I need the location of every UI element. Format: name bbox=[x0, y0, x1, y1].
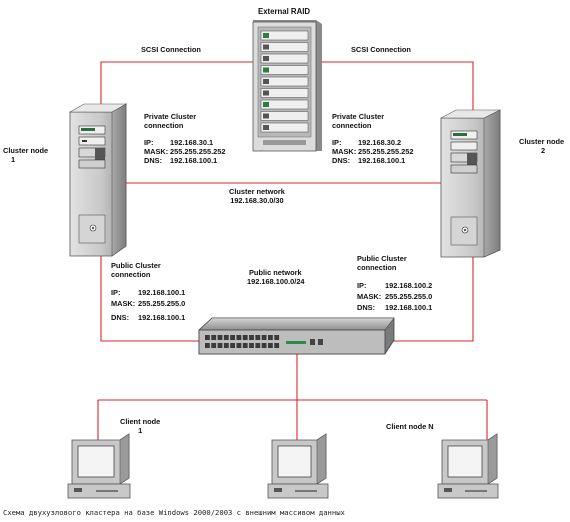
raid-drive-bay bbox=[260, 42, 309, 52]
public-left-dns: 192.168.100.1 bbox=[138, 313, 186, 322]
switch-port bbox=[217, 335, 223, 340]
raid-drive-led bbox=[263, 44, 269, 50]
cluster-node-1-label: Cluster node 1 bbox=[3, 146, 49, 165]
client-workstation-1 bbox=[67, 433, 131, 499]
public-right-dns: 192.168.100.1 bbox=[385, 303, 433, 312]
switch-port bbox=[242, 335, 248, 340]
switch-port bbox=[223, 335, 229, 340]
private-left-mask: 255.255.255.252 bbox=[170, 146, 226, 156]
switch-port bbox=[205, 343, 210, 348]
raid-drive-led bbox=[263, 33, 269, 38]
raid-drive-led bbox=[263, 125, 269, 130]
public-link-left bbox=[100, 253, 199, 342]
private-right-dns: 192.168.100.1 bbox=[358, 156, 406, 165]
network-switch bbox=[198, 317, 395, 355]
client-node-n-label: Client node N bbox=[386, 422, 434, 431]
raid-drive-bay bbox=[260, 53, 309, 64]
private-right-mask: 255.255.255.252 bbox=[358, 146, 414, 156]
public-connection-right: Public Cluster connection IP:192.168.100… bbox=[357, 254, 433, 312]
switch-port bbox=[242, 343, 248, 348]
raid-drive-led bbox=[263, 113, 269, 119]
client-workstation-2 bbox=[267, 433, 329, 499]
cluster-node-1-tower bbox=[68, 103, 128, 257]
switch-port bbox=[211, 335, 217, 340]
public-left-ip: 192.168.100.1 bbox=[138, 287, 186, 297]
switch-port bbox=[236, 343, 242, 348]
raid-drive-bay bbox=[260, 99, 309, 110]
cluster-network-label: Cluster network 192.168.30.0/30 bbox=[229, 187, 285, 206]
raid-drive-bay bbox=[260, 30, 309, 41]
diagram-caption: Схема двухузлового кластера на базе Wind… bbox=[3, 508, 345, 517]
cluster-network-subnet: 192.168.30.0/30 bbox=[230, 196, 284, 206]
private-connection-right: Private Cluster connection IP:192.168.30… bbox=[332, 112, 414, 165]
scsi-label-right: SCSI Connection bbox=[351, 45, 411, 54]
switch-port bbox=[223, 343, 229, 348]
raid-title: External RAID bbox=[258, 7, 310, 16]
raid-drive-bay bbox=[260, 111, 309, 121]
switch-port bbox=[217, 343, 223, 348]
scsi-link-right bbox=[322, 61, 474, 111]
switch-port bbox=[230, 335, 235, 340]
public-link-right bbox=[388, 257, 474, 342]
switch-port bbox=[261, 343, 267, 348]
public-network-label: Public network 192.168.100.0/24 bbox=[247, 268, 305, 287]
switch-port bbox=[274, 343, 280, 348]
switch-port bbox=[268, 335, 273, 340]
public-right-ip: 192.168.100.2 bbox=[385, 280, 433, 290]
switch-port bbox=[274, 335, 280, 340]
raid-drive-led bbox=[263, 102, 269, 107]
raid-drive-led bbox=[263, 90, 269, 96]
raid-drive-led bbox=[263, 67, 269, 73]
client-workstation-n bbox=[437, 433, 499, 499]
private-right-ip: 192.168.30.2 bbox=[358, 137, 402, 147]
switch-port bbox=[268, 343, 273, 348]
cluster-node-2-label: Cluster node 2 bbox=[519, 137, 565, 156]
scsi-label-left: SCSI Connection bbox=[141, 45, 201, 54]
raid-drive-bay bbox=[260, 76, 309, 87]
raid-drive-bay bbox=[260, 88, 309, 98]
switch-port bbox=[261, 335, 267, 340]
scsi-link-left bbox=[100, 61, 253, 111]
public-right-mask: 255.255.255.0 bbox=[385, 291, 433, 301]
switch-port bbox=[205, 335, 210, 340]
public-left-mask: 255.255.255.0 bbox=[138, 298, 186, 308]
raid-drive-led bbox=[263, 79, 269, 84]
cluster-node-2-tower bbox=[440, 109, 501, 258]
public-connection-left: Public Cluster connection IP:192.168.100… bbox=[111, 261, 186, 322]
raid-cabinet bbox=[252, 20, 322, 152]
connection-lines bbox=[97, 61, 488, 440]
private-left-ip: 192.168.30.1 bbox=[170, 137, 214, 147]
switch-port bbox=[255, 335, 261, 340]
private-connection-left: Private Cluster connection IP:192.168.30… bbox=[144, 112, 226, 165]
switch-port bbox=[249, 335, 254, 340]
raid-drive-bay bbox=[260, 122, 309, 133]
raid-drive-bay bbox=[260, 65, 309, 75]
private-left-dns: 192.168.100.1 bbox=[170, 156, 218, 165]
switch-port bbox=[230, 343, 235, 348]
switch-port bbox=[236, 335, 242, 340]
public-network-subnet: 192.168.100.0/24 bbox=[247, 277, 305, 287]
switch-port bbox=[249, 343, 254, 348]
client-node-1-label: Client node 1 bbox=[120, 417, 161, 436]
switch-port bbox=[255, 343, 261, 348]
switch-port bbox=[211, 343, 217, 348]
raid-drive-led bbox=[263, 56, 269, 61]
